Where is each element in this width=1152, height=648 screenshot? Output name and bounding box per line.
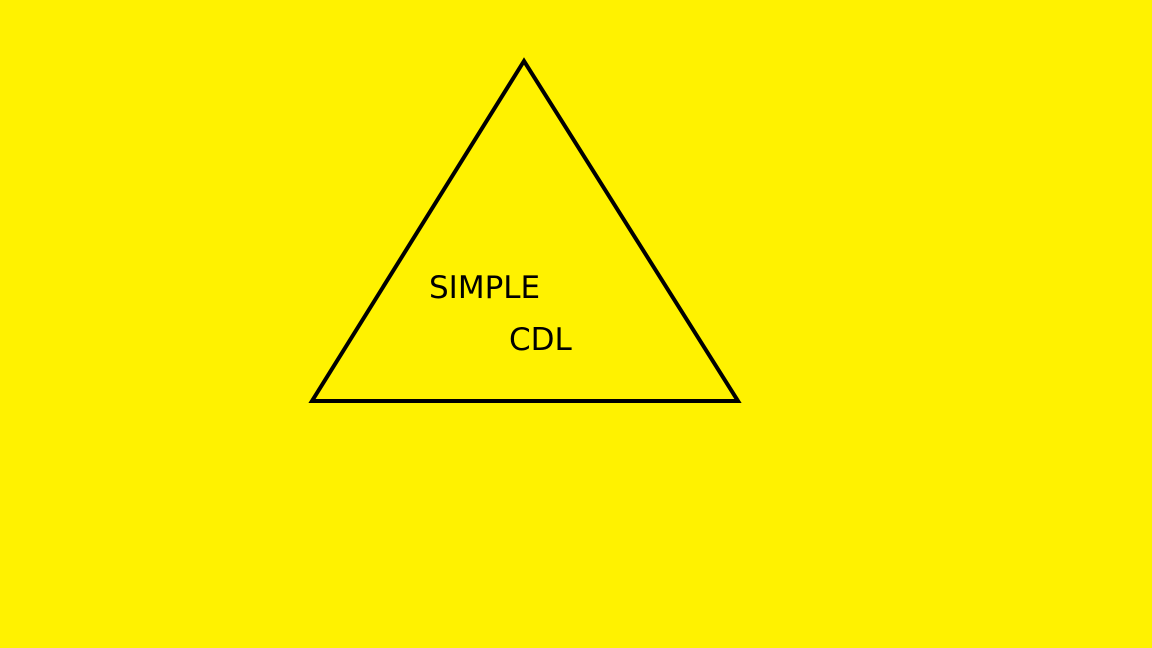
triangle-label-cdl: CDL [509, 322, 572, 358]
triangle-label-simple: SIMPLE [429, 270, 541, 306]
triangle-shape [308, 57, 742, 403]
